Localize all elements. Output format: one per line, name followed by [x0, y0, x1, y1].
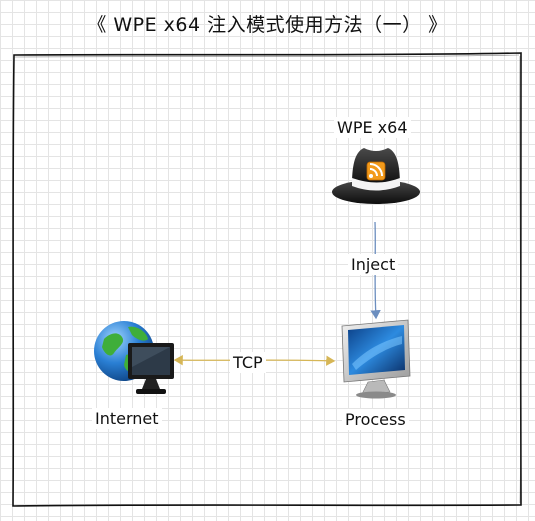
internet-label: Internet	[92, 408, 162, 429]
wpe-label: WPE x64	[334, 117, 411, 138]
globe-monitor-icon[interactable]	[92, 317, 176, 399]
fedora-hat-icon[interactable]	[330, 138, 422, 210]
inject-label: Inject	[348, 254, 399, 275]
diagram-title: 《 WPE x64 注入模式使用方法（一） 》	[87, 14, 448, 36]
process-label: Process	[342, 409, 409, 430]
computer-monitor-icon[interactable]	[338, 318, 414, 400]
tcp-label: TCP	[230, 352, 266, 373]
